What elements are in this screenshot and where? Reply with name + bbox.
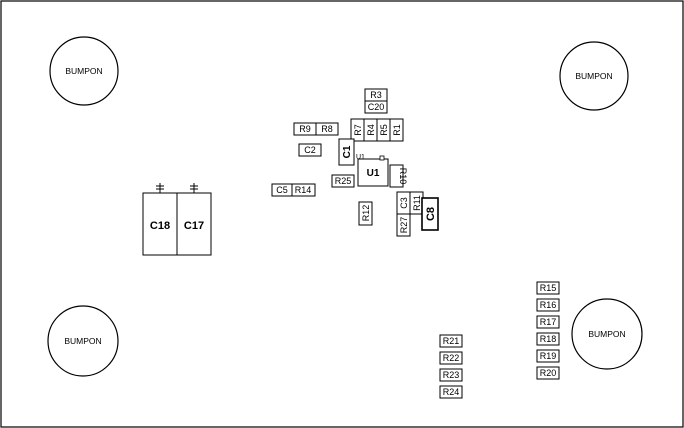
component-r27: R27 <box>396 213 411 237</box>
component-label: R12 <box>361 205 371 222</box>
component-r12: R12 <box>358 201 373 226</box>
component-c2: C2 <box>298 143 322 157</box>
component-r5: R5 <box>376 118 391 142</box>
component-r17: R17 <box>536 315 560 329</box>
polarity-marker <box>156 183 164 193</box>
component-r22: R22 <box>439 351 463 365</box>
component-label: C3 <box>399 197 409 209</box>
component-label: R27 <box>399 217 409 234</box>
component-c5: C5 <box>271 183 293 197</box>
component-label: R5 <box>379 124 389 136</box>
component-label: C2 <box>304 145 316 155</box>
component-r14: R14 <box>291 183 316 197</box>
component-label: R25 <box>335 176 352 186</box>
component-label: R9 <box>299 124 311 134</box>
component-r20: R20 <box>536 366 560 380</box>
component-c17: C17 <box>176 183 212 256</box>
component-label: R20 <box>540 368 557 378</box>
component-label: R4 <box>366 124 376 136</box>
component-r19: R19 <box>536 349 560 363</box>
component-label: C17 <box>184 220 204 232</box>
component-r15: R15 <box>536 281 560 295</box>
component-label: R18 <box>540 334 557 344</box>
bumpon-label: BUMPON <box>64 336 101 346</box>
component-label: R10 <box>398 168 408 185</box>
component-r16: R16 <box>536 298 560 312</box>
bumpon-label: BUMPON <box>65 66 102 76</box>
bumpon-top-left: BUMPON <box>49 36 119 106</box>
component-r8: R8 <box>315 122 339 136</box>
bumpon-label: BUMPON <box>575 71 612 81</box>
component-r9: R9 <box>293 122 317 136</box>
component-label: R7 <box>353 124 363 136</box>
component-label: R19 <box>540 351 557 361</box>
component-r25: R25 <box>331 174 355 188</box>
component-label: R11 <box>412 195 422 211</box>
component-u1: U1 U1 <box>356 154 389 187</box>
polarity-marker <box>190 183 198 193</box>
component-c20: C20 <box>364 100 388 114</box>
component-label: R22 <box>443 353 460 363</box>
bumpon-top-right: BUMPON <box>559 41 629 111</box>
component-label: R14 <box>295 185 312 195</box>
component-label: R8 <box>321 124 333 134</box>
component-label: R16 <box>540 300 557 310</box>
component-label: C1 <box>342 145 353 158</box>
component-r4: R4 <box>363 118 378 142</box>
component-label: R15 <box>540 283 557 293</box>
bumpon-bottom-left: BUMPON <box>47 305 119 377</box>
component-r21: R21 <box>439 334 463 348</box>
component-label: C5 <box>276 185 288 195</box>
component-label: U1 <box>367 168 380 179</box>
bumpon-label: BUMPON <box>588 329 625 339</box>
component-label: R24 <box>443 387 460 397</box>
bumpon-bottom-right: BUMPON <box>571 298 643 370</box>
component-label: C20 <box>368 102 385 112</box>
component-c1: C1 <box>338 138 355 166</box>
component-label: C18 <box>150 220 170 232</box>
component-r3: R3 <box>364 88 388 102</box>
component-c18: C18 <box>142 183 178 256</box>
component-label: R21 <box>443 336 460 346</box>
component-c3: C3 <box>396 191 411 215</box>
component-r7: R7 <box>350 118 365 142</box>
component-label: R23 <box>443 370 460 380</box>
component-label: C8 <box>425 207 437 221</box>
component-r10: R10 <box>389 164 408 188</box>
refdes-label: U1 <box>356 154 365 161</box>
pin1-marker <box>379 155 385 161</box>
component-c8: C8 <box>421 197 439 231</box>
component-label: R1 <box>392 124 402 136</box>
component-r11: R11 <box>409 191 424 215</box>
component-r24: R24 <box>439 385 463 399</box>
component-r1: R1 <box>389 118 404 142</box>
component-r23: R23 <box>439 368 463 382</box>
component-label: R17 <box>540 317 557 327</box>
component-r18: R18 <box>536 332 560 346</box>
component-label: R3 <box>370 90 382 100</box>
